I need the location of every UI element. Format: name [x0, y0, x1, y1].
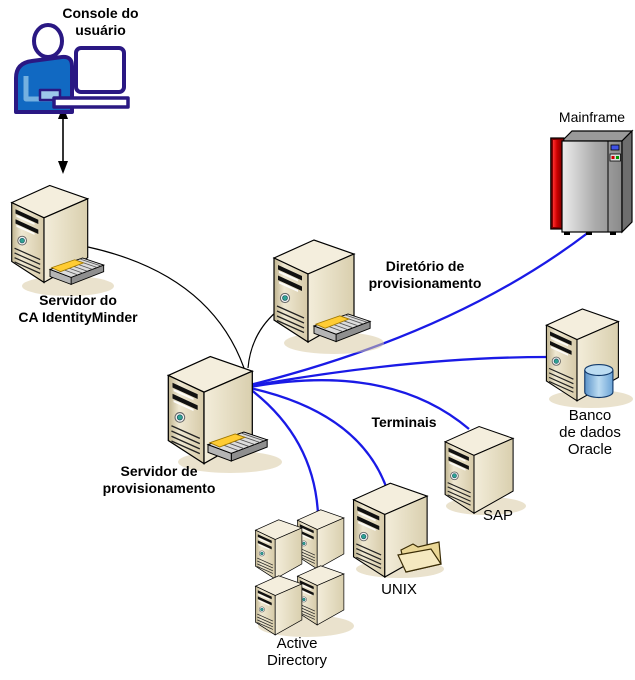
unix-server-icon: [352, 482, 444, 578]
label-line: provisionamento: [368, 275, 482, 291]
label-line: Oracle: [567, 441, 613, 458]
database-cylinder-icon: [584, 364, 614, 399]
label-line: usuário: [75, 22, 126, 38]
label-line: Banco: [568, 407, 612, 424]
label-line: CA IdentityMinder: [18, 309, 138, 325]
sap-server-icon: [444, 425, 526, 515]
oracle-database-icon: [545, 308, 633, 408]
label-line: Terminais: [371, 414, 437, 430]
mainframe-icon: [550, 129, 634, 235]
user-console-icon: [14, 23, 130, 114]
label-identityminder-server: Servidor do CA IdentityMinder: [2, 292, 154, 326]
label-line: Console do: [62, 5, 139, 21]
label-line: Diretório de: [385, 258, 465, 274]
label-line: Directory: [266, 652, 327, 669]
label-provisioning-directory: Diretório de provisionamento: [355, 258, 495, 292]
label-user-console: Console do usuário: [28, 5, 173, 39]
label-mainframe: Mainframe: [542, 109, 635, 126]
label-line: de dados: [559, 424, 621, 441]
edge-console-identityminder: [58, 106, 68, 174]
label-terminals: Terminais: [354, 414, 454, 431]
label-line: Mainframe: [558, 109, 626, 125]
label-provisioning-server: Servidor de provisionamento: [85, 463, 233, 497]
label-unix: UNIX: [369, 581, 429, 598]
label-line: provisionamento: [102, 480, 216, 496]
provisioning-server-icon: [167, 355, 282, 473]
active-directory-cluster-icon: [255, 509, 354, 637]
label-line: Servidor de: [120, 463, 198, 479]
label-line: UNIX: [381, 581, 417, 598]
label-sap: SAP: [468, 507, 528, 524]
label-active-directory: Active Directory: [252, 635, 342, 669]
identityminder-server-icon: [11, 184, 114, 296]
edge-provisioning-oracle: [249, 355, 548, 388]
provisioning-directory-icon: [273, 239, 384, 354]
label-line: SAP: [482, 507, 513, 524]
label-oracle-database: Banco de dados Oracle: [545, 407, 635, 458]
label-line: Active: [276, 635, 318, 652]
label-line: Servidor do: [39, 292, 117, 308]
